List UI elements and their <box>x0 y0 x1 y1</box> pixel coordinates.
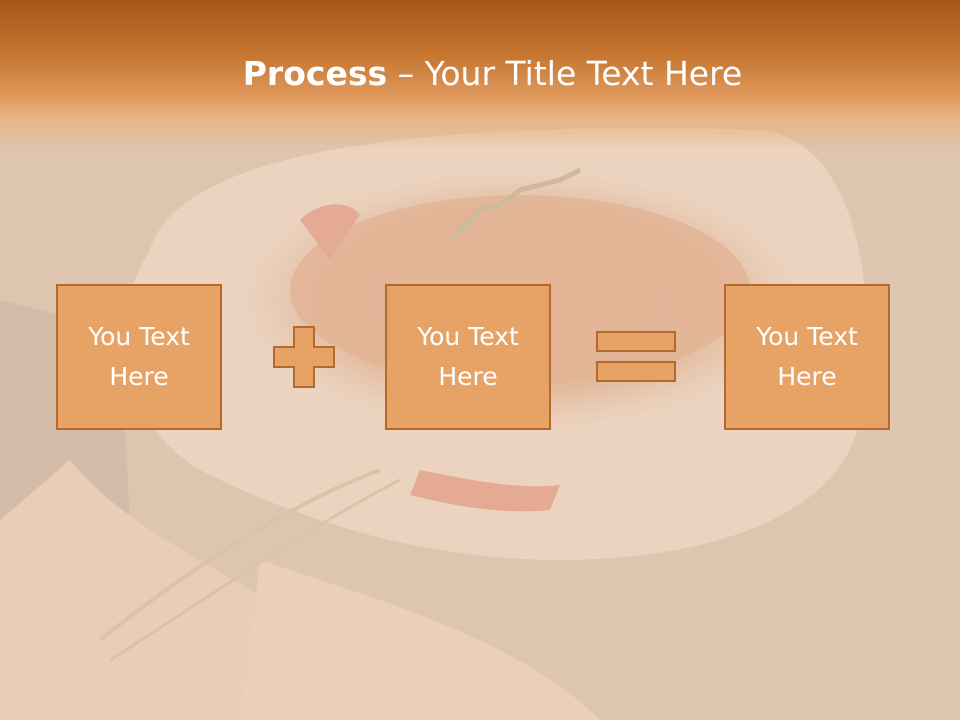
process-box-2[interactable]: You Text Here <box>385 284 551 430</box>
slide-title: Process – Your Title Text Here <box>0 52 960 96</box>
process-box-1[interactable]: You Text Here <box>56 284 222 430</box>
process-box-2-text: You Text Here <box>417 322 519 391</box>
process-box-3[interactable]: You Text Here <box>724 284 890 430</box>
title-rest: – Your Title Text Here <box>387 54 743 93</box>
process-box-1-text: You Text Here <box>88 322 190 391</box>
equals-icon <box>596 331 676 382</box>
process-box-3-text: You Text Here <box>756 322 858 391</box>
header-band <box>0 0 960 150</box>
plus-icon <box>273 326 335 388</box>
title-bold: Process <box>242 54 388 93</box>
